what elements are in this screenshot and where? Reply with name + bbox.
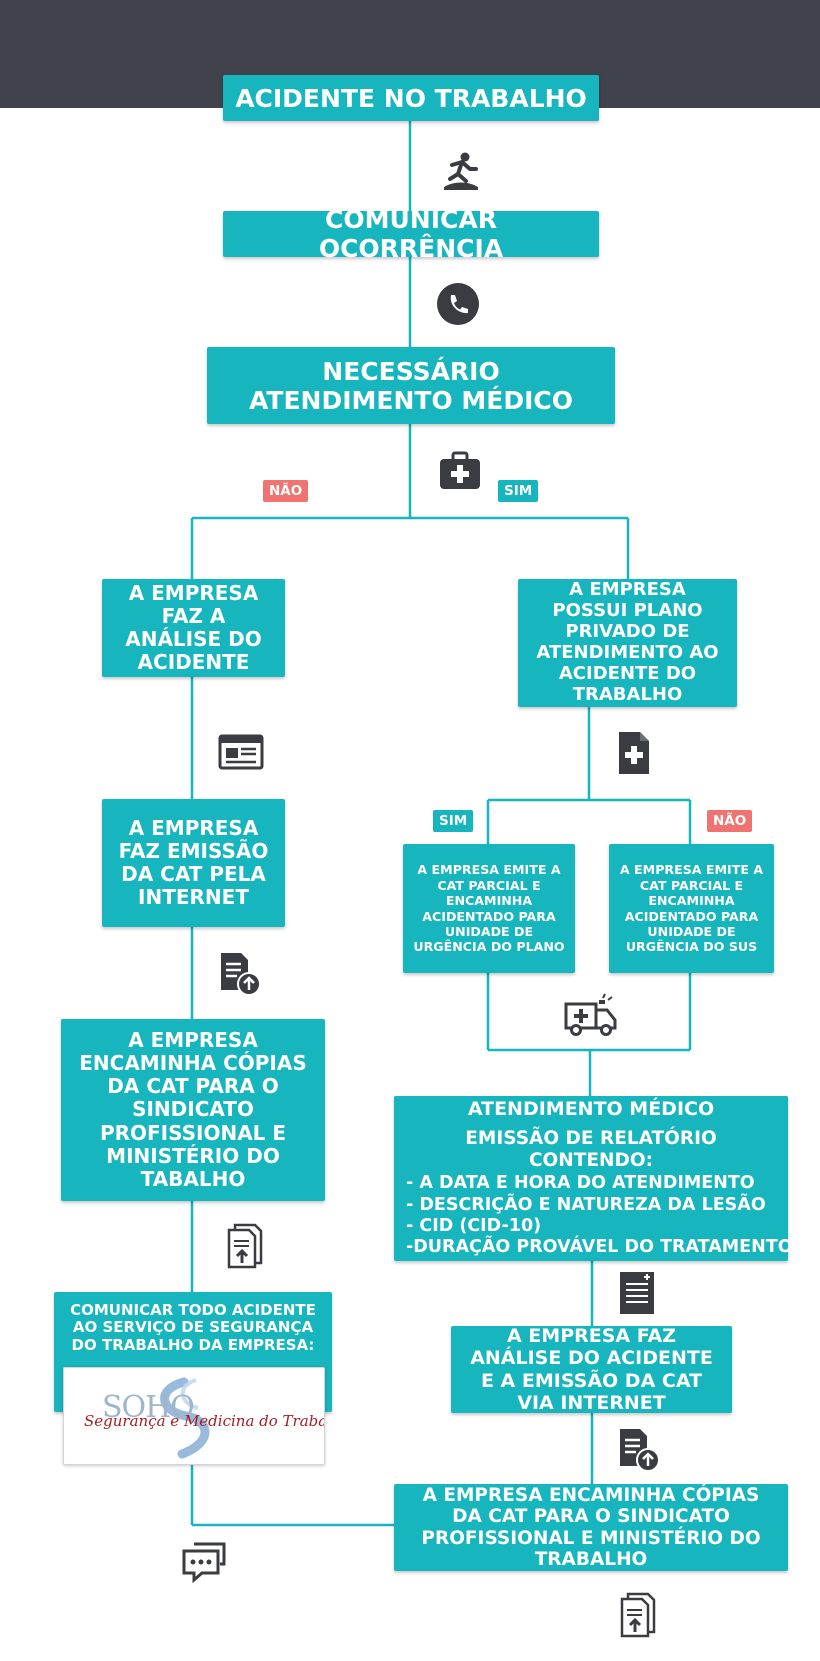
box-copies-left-text: A EMPRESA ENCAMINHA CÓPIAS DA CAT PARA O…: [79, 1027, 307, 1191]
ambulance-icon: [563, 990, 619, 1038]
medical-document-icon: [609, 729, 657, 777]
documents-upload-icon: [221, 1221, 269, 1269]
box-analysis-cat-right: A EMPRESA FAZ ANÁLISE DO ACIDENTE E A EM…: [451, 1325, 732, 1414]
logo-tagline: Segurança e Medicina do Trabalho: [84, 1412, 325, 1430]
box-medical-needed-text: NECESSÁRIO ATENDIMENTO MÉDICO: [248, 356, 573, 415]
phone-icon: [434, 280, 482, 328]
badge-no-plan: NÃO: [707, 810, 753, 832]
company-logo: SOHO Segurança e Medicina do Trabalho: [63, 1367, 325, 1465]
logo-letters: SOHO: [102, 1390, 195, 1425]
web-page-icon: [217, 728, 265, 776]
documents-upload-icon: [614, 1590, 662, 1638]
box-copies-left: A EMPRESA ENCAMINHA CÓPIAS DA CAT PARA O…: [61, 1019, 325, 1201]
box-private-plan: A EMPRESA POSSUI PLANO PRIVADO DE ATENDI…: [518, 579, 737, 707]
box-cat-internet-text: A EMPRESA FAZ EMISSÃO DA CAT PELA INTERN…: [118, 815, 269, 910]
logo-swirl-icon: [160, 1377, 210, 1459]
box-cat-internet: A EMPRESA FAZ EMISSÃO DA CAT PELA INTERN…: [102, 799, 285, 927]
document-upload-icon: [614, 1426, 662, 1474]
badge-yes-plan: SIM: [433, 810, 474, 832]
report-item: - DESCRIÇÃO E NATUREZA DA LESÃO: [406, 1194, 766, 1215]
box-private-plan-text: A EMPRESA POSSUI PLANO PRIVADO DE ATENDI…: [536, 579, 719, 705]
box-accident: ACIDENTE NO TRABALHO: [223, 75, 599, 121]
report-item: - A DATA E HORA DO ATENDIMENTO: [406, 1173, 755, 1194]
box-medical-report: ATENDIMENTO MÉDICO EMISSÃO DE RELATÓRIO …: [394, 1096, 793, 1261]
chat-icon: [180, 1538, 228, 1586]
medical-kit-icon: [436, 447, 484, 495]
box-medical-needed: NECESSÁRIO ATENDIMENTO MÉDICO: [207, 347, 615, 424]
box-company-analysis-text: A EMPRESA FAZ A ANÁLISE DO ACIDENTE: [125, 580, 262, 675]
report-item: -DURAÇÃO PROVÁVEL DO TRATAMENTO: [406, 1237, 793, 1258]
medical-title: ATENDIMENTO MÉDICO: [467, 1098, 715, 1121]
box-accident-text: ACIDENTE NO TRABALHO: [235, 83, 587, 113]
box-partial-sus: A EMPRESA EMITE A CAT PARCIAL E ENCAMINH…: [609, 844, 774, 973]
box-communicate-text: COMUNICAR OCORRÊNCIA: [318, 205, 504, 263]
document-upload-icon: [215, 950, 263, 998]
report-list: - A DATA E HORA DO ATENDIMENTO - DESCRIÇ…: [402, 1173, 793, 1258]
badge-no: NÃO: [263, 480, 309, 502]
box-partial-plan-text: A EMPRESA EMITE A CAT PARCIAL E ENCAMINH…: [413, 862, 565, 955]
badge-yes: SIM: [498, 480, 539, 502]
report-item: - CID (CID-10): [406, 1215, 542, 1236]
box-copies-right: A EMPRESA ENCAMINHA CÓPIAS DA CAT PARA O…: [394, 1484, 788, 1571]
box-copies-right-text: A EMPRESA ENCAMINHA CÓPIAS DA CAT PARA O…: [421, 1484, 761, 1570]
box-communicate-all-text: COMUNICAR TODO ACIDENTE AO SERVIÇO DE SE…: [70, 1301, 316, 1354]
report-title: EMISSÃO DE RELATÓRIO CONTENDO:: [465, 1128, 717, 1171]
box-analysis-cat-right-text: A EMPRESA FAZ ANÁLISE DO ACIDENTE E A EM…: [470, 1325, 713, 1414]
box-communicate: COMUNICAR OCORRÊNCIA: [223, 205, 599, 263]
notepad-icon: [613, 1268, 661, 1316]
box-company-analysis: A EMPRESA FAZ A ANÁLISE DO ACIDENTE: [102, 579, 285, 677]
fall-icon: [436, 147, 484, 195]
box-partial-plan: A EMPRESA EMITE A CAT PARCIAL E ENCAMINH…: [403, 844, 575, 973]
box-partial-sus-text: A EMPRESA EMITE A CAT PARCIAL E ENCAMINH…: [619, 862, 764, 955]
